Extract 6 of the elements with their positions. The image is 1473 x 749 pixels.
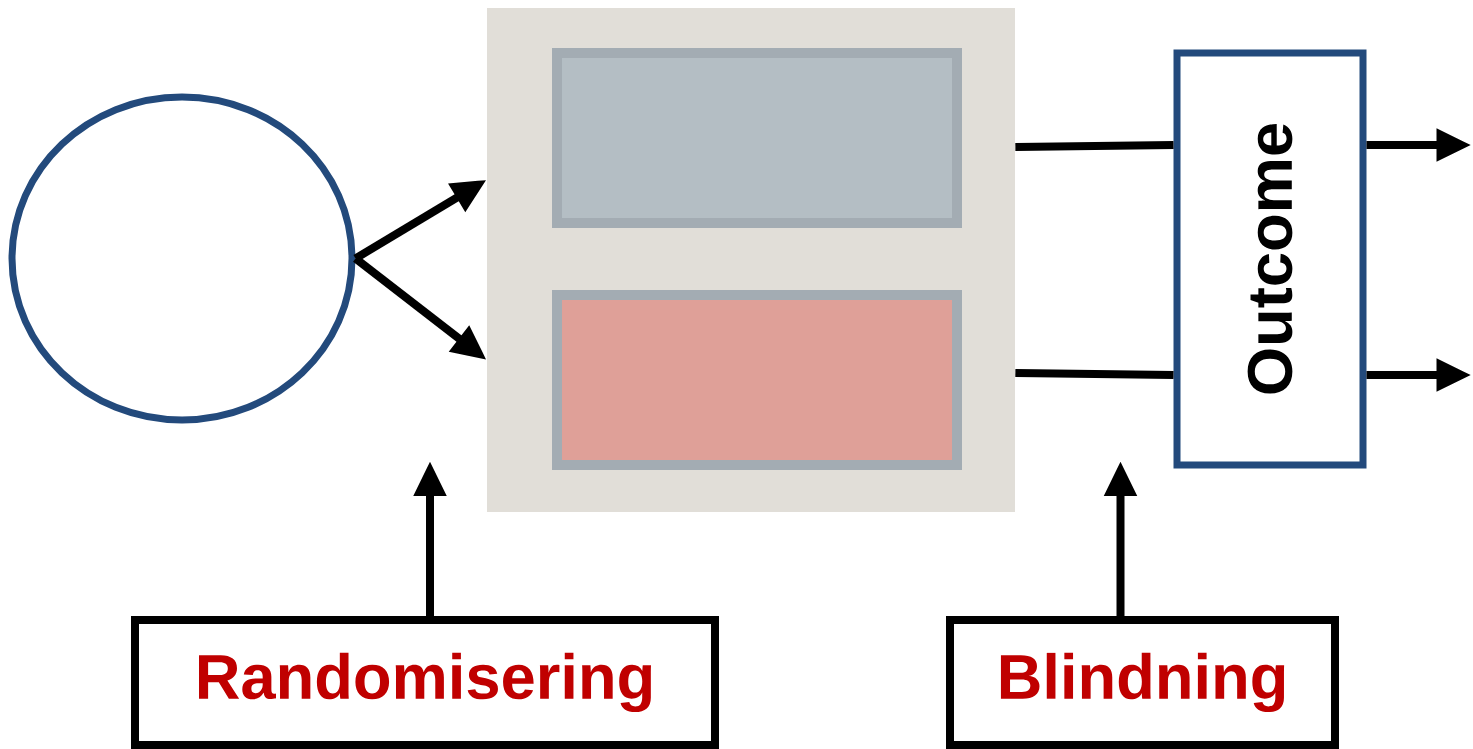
outcome-box: Outcome <box>1173 49 1367 469</box>
label-box: Blindning <box>946 616 1339 749</box>
label-box: Randomisering <box>131 616 719 749</box>
circle <box>8 93 356 424</box>
group-box <box>552 48 962 228</box>
group-box <box>552 290 962 470</box>
